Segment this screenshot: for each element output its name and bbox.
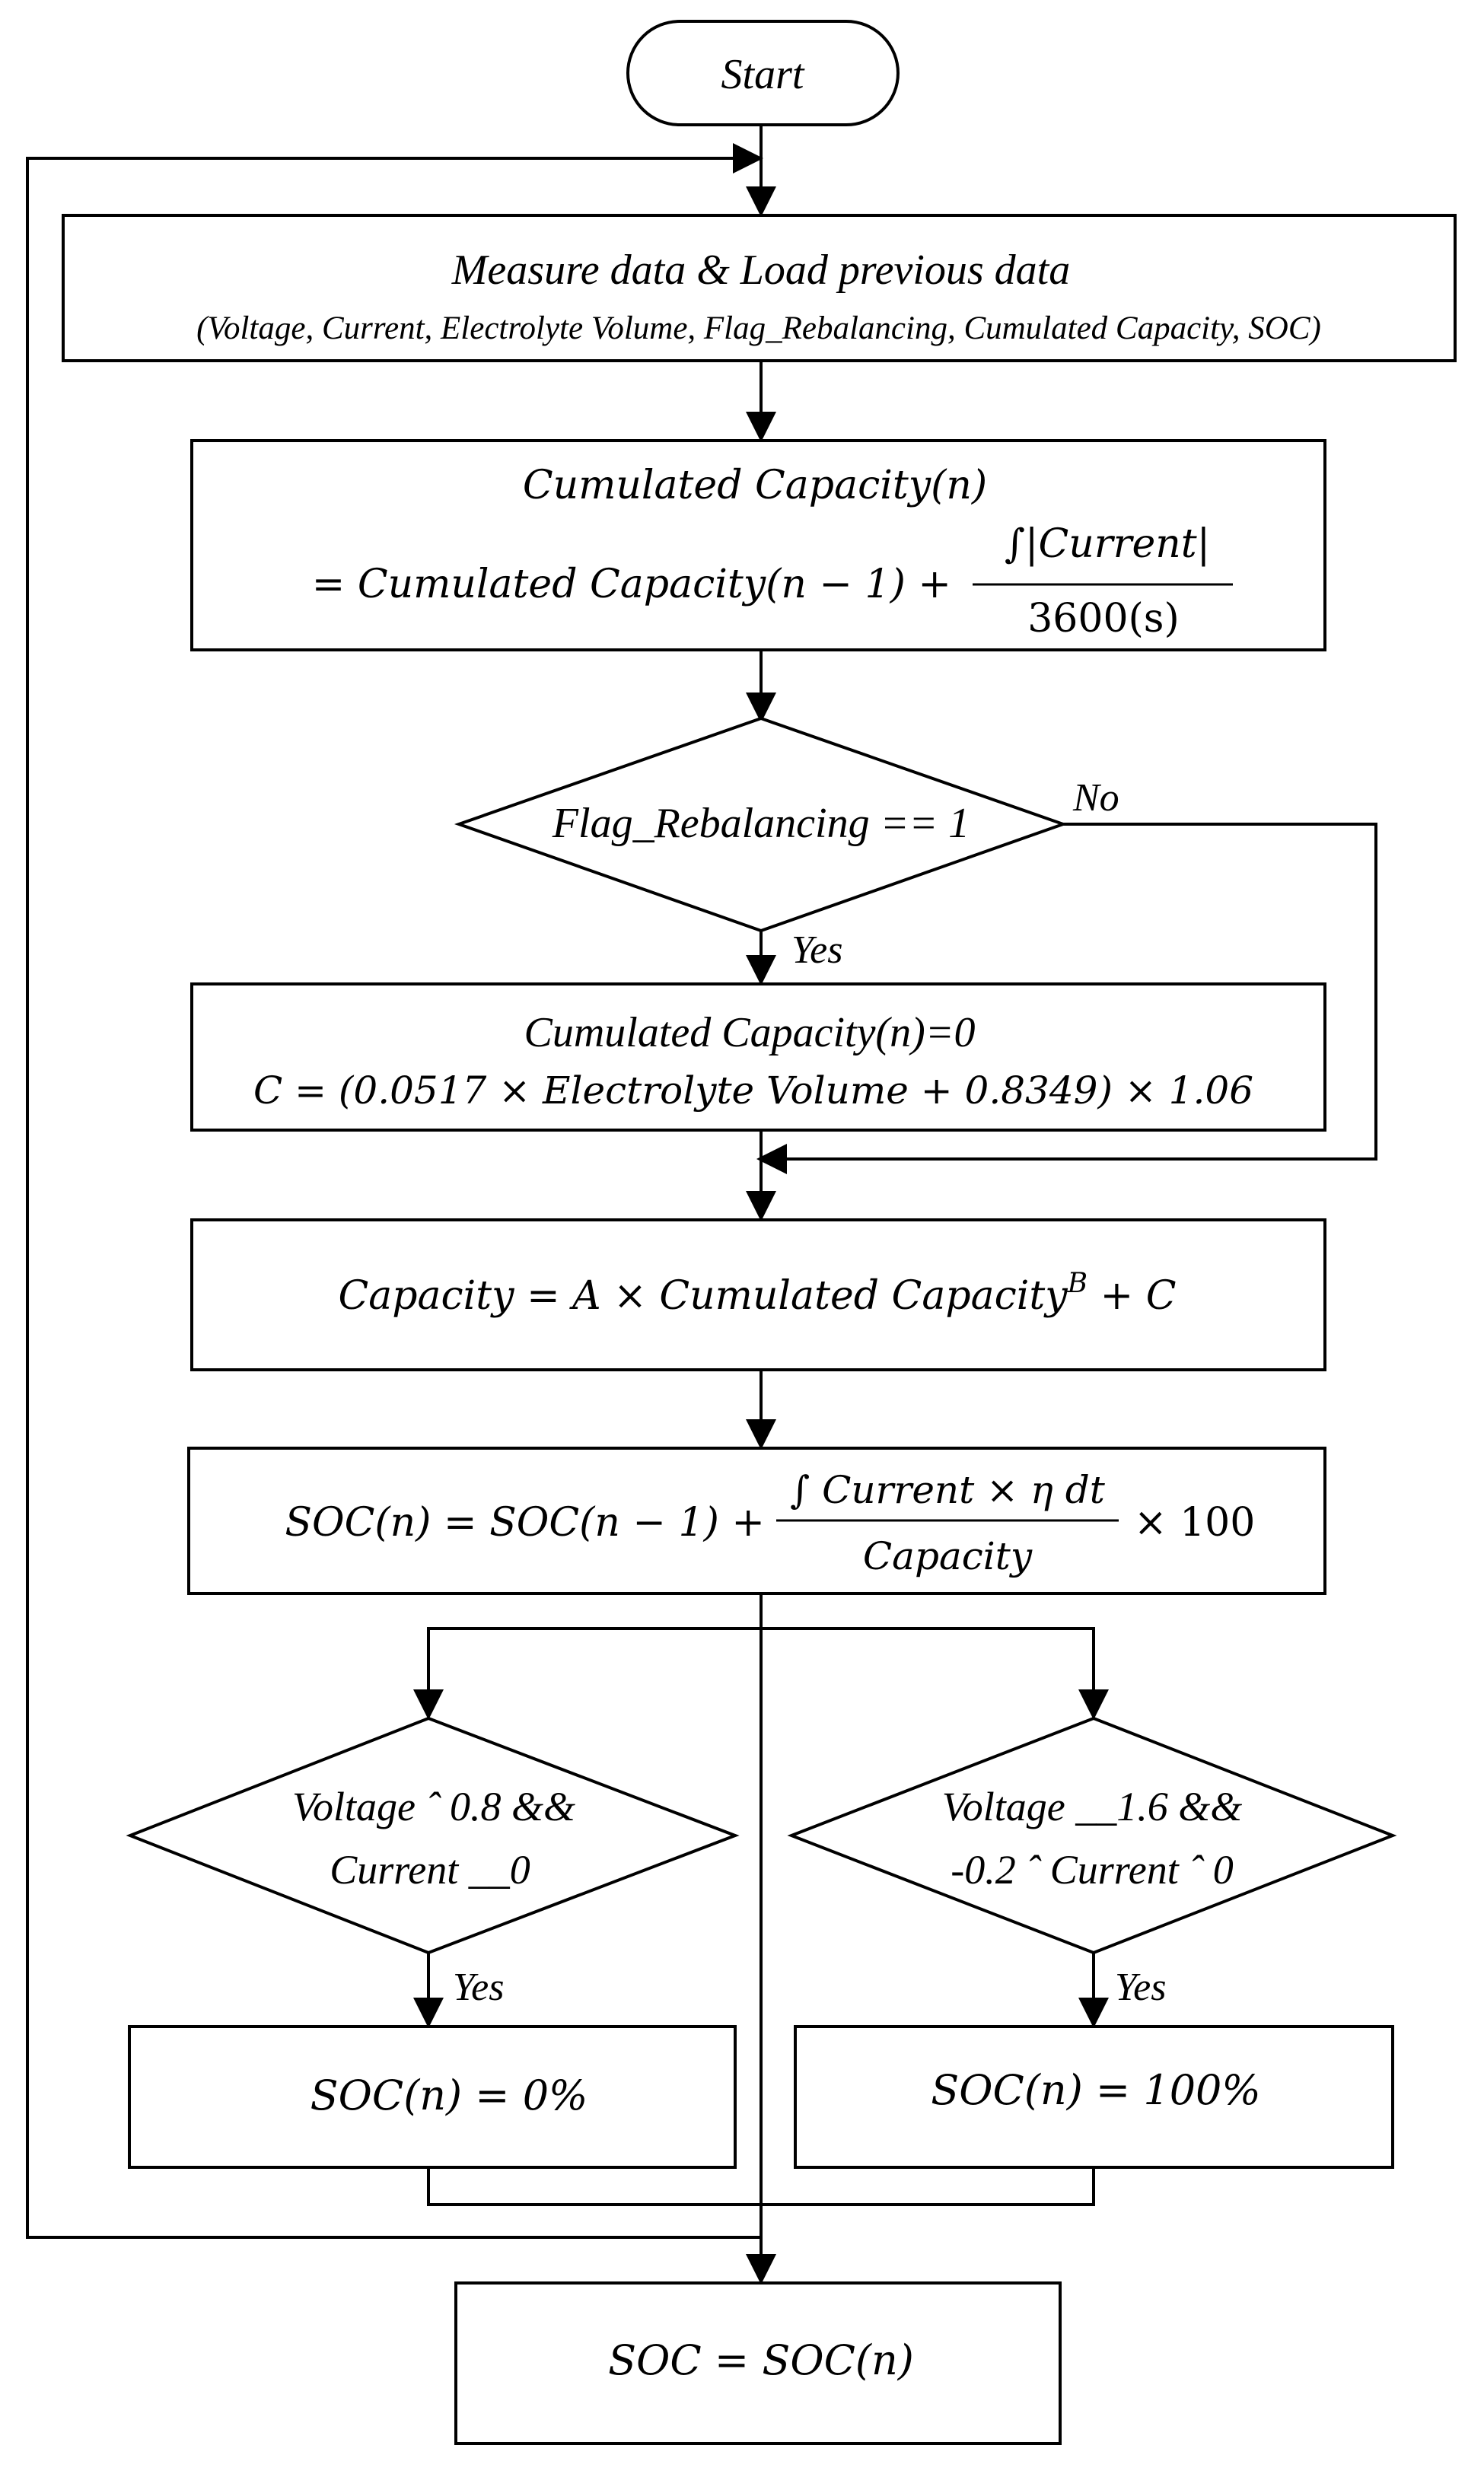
soc-final-label: SOC = SOC(n): [608, 2336, 914, 2384]
soc-zero-box: SOC(n) = 0%: [128, 2025, 737, 2169]
arrow-loop-back: [26, 143, 763, 2239]
decision-flag-label: Flag_Rebalancing == 1: [552, 800, 970, 847]
soc-full-label: SOC(n) = 100%: [931, 2066, 1260, 2114]
measure-box: Measure data & Load previous data (Volta…: [62, 214, 1457, 362]
decision-low-line1: Voltage ˆ 0.8 &&: [292, 1784, 575, 1829]
capacity-superscript: B: [1067, 1268, 1088, 1299]
reset-box: Cumulated Capacity(n)=0 C = (0.0517 × El…: [190, 982, 1326, 1132]
decision-high-line2: -0.2 ˆ Current ˆ 0: [951, 1847, 1233, 1893]
decision-flag-yes-label: Yes: [791, 928, 842, 972]
arrow-full-collect: [761, 2167, 1095, 2206]
decision-low-voltage: Voltage ˆ 0.8 && Current __0 Yes: [126, 1716, 740, 2009]
soc-update-box: SOC(n) = SOC(n − 1) + ∫ Current × η dt C…: [187, 1447, 1326, 1595]
soc-zero-label: SOC(n) = 0%: [310, 2071, 588, 2119]
capacity-formula: Capacity = A × Cumulated CapacityB + C: [338, 1268, 1176, 1319]
start-terminal: Start: [626, 20, 900, 126]
soc-final-box: SOC = SOC(n): [454, 2281, 1062, 2445]
reset-line1: Cumulated Capacity(n)=0: [524, 1009, 975, 1056]
decision-flag-no-label: No: [1072, 776, 1119, 820]
cumulated-capacity-box: Cumulated Capacity(n) = Cumulated Capaci…: [190, 439, 1326, 651]
capacity-box: Capacity = A × Cumulated CapacityB + C: [190, 1218, 1326, 1371]
cumulated-numerator: ∫|Current|: [1005, 521, 1210, 567]
decision-high-line1: Voltage __1.6 &&: [942, 1784, 1242, 1829]
soc-update-numerator: ∫ Current × η dt: [790, 1468, 1106, 1512]
decision-high-yes-label: Yes: [1115, 1966, 1166, 2009]
soc-update-suffix: × 100: [1134, 1500, 1255, 1546]
cumulated-denominator: 3600(s): [1027, 596, 1180, 642]
soc-update-lhs: SOC(n) = SOC(n − 1) +: [285, 1500, 765, 1546]
arrow-decision-no-bypass: [756, 823, 1377, 1174]
decision-high-voltage: Voltage __1.6 && -0.2 ˆ Current ˆ 0 Yes: [787, 1716, 1397, 2009]
decision-low-yes-label: Yes: [453, 1966, 504, 2009]
measure-title: Measure data & Load previous data: [451, 247, 1070, 294]
soc-full-box: SOC(n) = 100%: [794, 2025, 1394, 2169]
arrow-zero-collect: [427, 2167, 761, 2206]
decision-low-line2: Current __0: [330, 1847, 530, 1893]
reset-line2: C = (0.0517 × Electrolyte Volume + 0.834…: [253, 1068, 1253, 1113]
capacity-main: Capacity = A × Cumulated Capacity: [338, 1273, 1068, 1319]
soc-update-denominator: Capacity: [863, 1534, 1033, 1578]
measure-subtitle: (Voltage, Current, Electrolyte Volume, F…: [196, 310, 1321, 346]
connectors: [26, 125, 1377, 2285]
start-label: Start: [721, 51, 805, 98]
capacity-suffix: + C: [1088, 1273, 1176, 1319]
cumulated-lhs: = Cumulated Capacity(n − 1) +: [312, 562, 951, 607]
cumulated-line1: Cumulated Capacity(n): [523, 463, 987, 508]
decision-flag-rebalancing: Flag_Rebalancing == 1 No Yes: [454, 716, 1119, 972]
